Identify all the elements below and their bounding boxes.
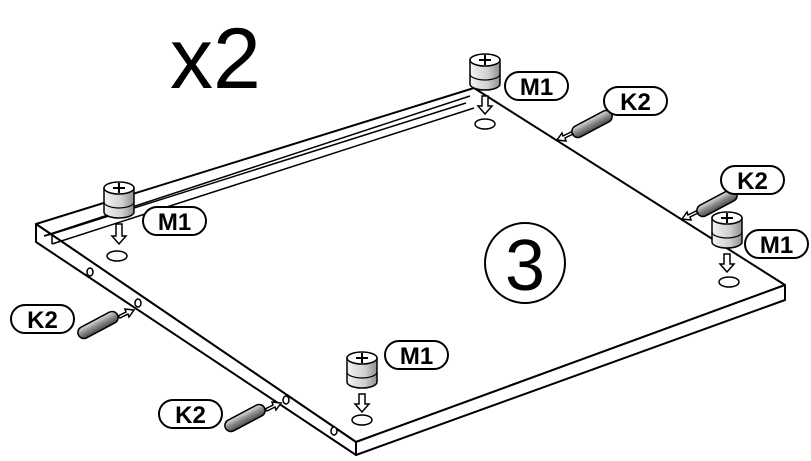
- cam-lock-group: [103, 53, 743, 414]
- arrow-right-icon: [116, 308, 136, 319]
- arrow-down-icon: [476, 95, 494, 116]
- part-number-circle: [484, 222, 566, 304]
- dowel: [224, 403, 266, 433]
- edge-hole: [330, 426, 338, 436]
- cam-holes: [106, 118, 740, 426]
- cam-lock-label: M1: [744, 229, 809, 259]
- edge-hole: [134, 298, 142, 308]
- cam-lock-label-text: M1: [158, 209, 191, 236]
- dowel-label-text: K2: [175, 402, 206, 429]
- dowel: [571, 109, 613, 139]
- cam-lock: [711, 211, 743, 249]
- cam-hole: [106, 250, 128, 262]
- cam-lock: [346, 351, 378, 389]
- cam-lock-label-text: M1: [520, 74, 553, 101]
- edge-hole: [282, 395, 290, 405]
- panel-top-face: [35, 87, 786, 443]
- label-badges: M1 M1 M1 M1 K2 K2 K2: [10, 71, 809, 429]
- edge-hole: [86, 267, 94, 277]
- dowel-group: [77, 109, 738, 433]
- dowel-label: K2: [603, 86, 668, 116]
- cam-hole: [474, 118, 496, 130]
- cam-hole: [351, 414, 373, 426]
- dowel-label: K2: [10, 304, 75, 334]
- cam-hole: [718, 276, 740, 288]
- dowel-label-text: K2: [620, 89, 651, 116]
- arrow-left-icon: [680, 210, 700, 221]
- cam-lock-label: M1: [504, 71, 569, 101]
- dowel-label: K2: [158, 399, 223, 429]
- quantity-label: x2: [170, 11, 261, 107]
- edge-holes: [86, 267, 338, 436]
- dowel-label-text: K2: [27, 307, 58, 334]
- panel-board: [35, 87, 786, 456]
- dowel-label: K2: [720, 165, 785, 195]
- part-number-text: 3: [505, 226, 545, 306]
- cam-lock-label: M1: [384, 340, 449, 370]
- arrow-right-icon: [263, 401, 283, 412]
- arrow-down-icon: [110, 223, 128, 246]
- cam-lock-label-text: M1: [760, 232, 793, 259]
- arrow-left-icon: [555, 131, 575, 142]
- arrow-down-icon: [718, 253, 736, 274]
- cam-lock: [469, 53, 501, 91]
- dowel: [77, 310, 119, 340]
- arrow-down-icon: [353, 393, 371, 414]
- panel-right-edge: [355, 284, 786, 456]
- cam-lock: [103, 181, 135, 219]
- part-number-badge: 3: [484, 222, 566, 306]
- cam-lock-label: M1: [142, 206, 207, 236]
- cam-lock-label-text: M1: [400, 343, 433, 370]
- dowel-label-text: K2: [737, 168, 768, 195]
